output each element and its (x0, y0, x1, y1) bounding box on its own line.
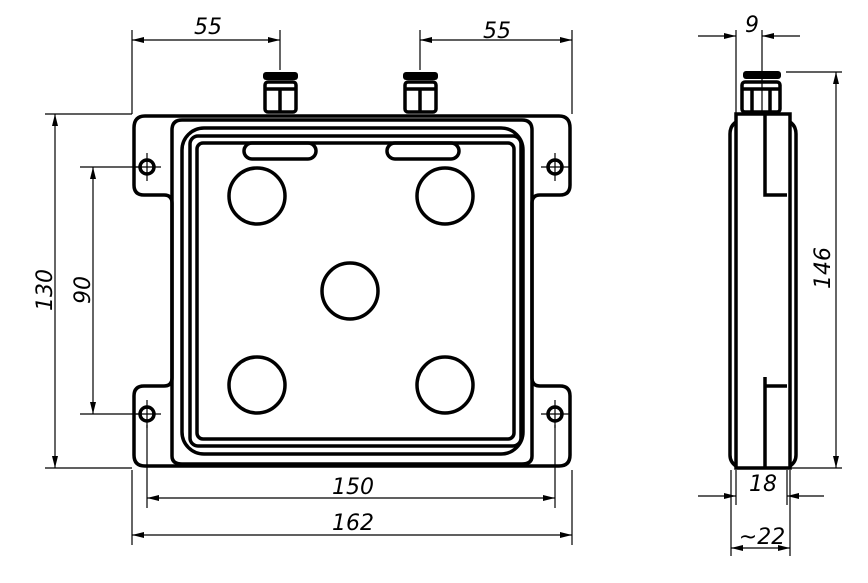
dim-label-55-right: 55 (483, 19, 511, 44)
side-dimensions: 9 146 18 ~22 (698, 13, 842, 556)
cover-inner (195, 141, 516, 441)
dim-label-90: 90 (71, 276, 96, 304)
magnet-top-left (227, 166, 287, 226)
fitting-left (263, 72, 298, 114)
magnet-bottom-right (415, 355, 475, 415)
magnet-bottom-left (227, 355, 287, 415)
cover-outer (180, 126, 525, 456)
dim-label-130: 130 (33, 269, 58, 311)
side-view (728, 71, 798, 470)
housing-outline (170, 118, 534, 466)
dim-label-55-left: 55 (194, 15, 222, 40)
dim-label-150: 150 (332, 475, 374, 500)
dim-label-22: ~22 (739, 525, 785, 550)
side-flange (728, 120, 798, 468)
slot-right (385, 141, 461, 161)
dim-label-162: 162 (332, 511, 374, 536)
dim-label-146: 146 (811, 247, 836, 289)
slot-left (242, 141, 318, 161)
cover-plate (188, 134, 523, 448)
magnet-top-right (415, 166, 475, 226)
side-body (734, 112, 792, 470)
side-inner-lines (763, 114, 787, 468)
magnet-center (320, 261, 380, 321)
mounting-flange (132, 114, 572, 468)
dim-label-18: 18 (749, 472, 777, 497)
front-dimensions: 55 55 130 90 150 162 (33, 15, 573, 545)
mounting-holes (133, 153, 569, 428)
fitting-right (403, 72, 438, 114)
dim-label-9: 9 (745, 13, 759, 38)
front-view (132, 72, 572, 468)
